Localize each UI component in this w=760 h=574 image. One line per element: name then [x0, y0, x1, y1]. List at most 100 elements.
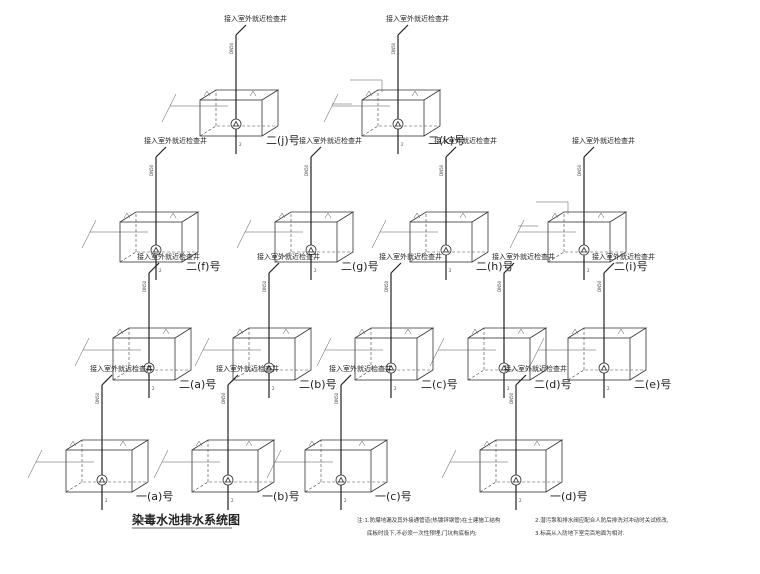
pump-arrow-icon: [337, 476, 345, 483]
pool-box-side: [261, 90, 279, 137]
pool-box-hidden-edge: [191, 481, 274, 493]
pump-arrow-icon: [387, 364, 395, 371]
drain-number-label: 2: [105, 498, 108, 503]
inlet-pipe-branch: [27, 449, 43, 479]
pool-box-front: [547, 221, 611, 263]
pump-arrow-icon: [500, 364, 508, 371]
pool-box-top: [65, 439, 150, 451]
pool-box-side: [416, 328, 434, 381]
pool-box-front: [354, 337, 418, 381]
unit-title: 一(b)号: [262, 490, 300, 503]
discharge-pipe-outlet: [445, 146, 457, 158]
level-mark-icon: [282, 328, 290, 335]
level-mark-icon: [551, 212, 559, 219]
pool-box-front: [112, 337, 176, 381]
unit-title: 二(g)号: [341, 260, 379, 273]
inlet-pipe-branch: [509, 219, 525, 249]
drain-number-label: 2: [159, 268, 162, 273]
pipe-destination-label: 接入室外就近检查井: [592, 252, 655, 261]
discharge-pipe-outlet: [148, 262, 160, 274]
pipe-destination-label: 接入室外就近检查井: [492, 252, 555, 261]
pipe-size-label: DN50: [262, 280, 267, 292]
discharge-pipe-outlet: [515, 374, 527, 386]
level-mark-icon: [116, 328, 124, 335]
note-line-2: 底板时设下,不必须一次性预埋,门坑构底板内;: [367, 529, 477, 537]
pool-box-hidden-edge: [112, 369, 191, 381]
inlet-pipe-branch: [153, 449, 169, 479]
drain-number-label: 2: [607, 386, 610, 391]
pump-icon: [335, 474, 347, 486]
inlet-pipe-branch: [266, 449, 282, 479]
unit-title: 二(k)号: [428, 134, 465, 147]
unit-title: 二(b)号: [299, 378, 337, 391]
pipe-size-label: DN50: [142, 280, 147, 292]
pipe-size-label: DN50: [497, 280, 502, 292]
drain-number-label: 2: [314, 268, 317, 273]
level-mark-icon: [162, 328, 170, 335]
pump-icon: [440, 244, 452, 256]
pool-unit-d2: 接入室外就近检查井 DN50 2 二(d)号: [429, 252, 572, 398]
pipe-destination-label: 接入室外就近检查井: [379, 252, 442, 261]
inlet-pipe-branch: [161, 93, 177, 123]
pump-arrow-icon: [442, 246, 450, 253]
pool-box-top: [409, 211, 490, 223]
pipe-size-label: DN50: [149, 164, 154, 176]
pool-box-hidden-edge: [65, 481, 148, 493]
pump-arrow-icon: [152, 246, 160, 253]
pool-box-hidden-edge: [567, 369, 646, 381]
pump-arrow-icon: [265, 364, 273, 371]
pool-box-side: [545, 440, 563, 493]
pump-icon: [230, 118, 242, 130]
pipe-destination-label: 接入室外就近检查井: [144, 136, 207, 145]
inlet-pipe-branch: [429, 337, 445, 367]
inlet-pipe-branch: [529, 337, 545, 367]
inlet-pipe-branch: [236, 219, 252, 249]
pipe-size-label: DN50: [391, 42, 396, 54]
pool-box-top: [199, 89, 280, 101]
pool-box-front: [467, 337, 531, 381]
level-mark-icon: [411, 90, 419, 97]
level-mark-icon: [471, 328, 479, 335]
pipe-size-label: DN50: [95, 392, 100, 404]
pool-box-hidden-edge: [199, 125, 278, 137]
pool-box-front: [567, 337, 631, 381]
pipe-destination-label: 接入室外就近检查井: [299, 136, 362, 145]
pool-box-front: [191, 449, 259, 493]
unit-title: 二(h)号: [476, 260, 514, 273]
level-mark-icon: [597, 212, 605, 219]
pipe-size-label: DN50: [597, 280, 602, 292]
unit-title: 一(a)号: [136, 490, 173, 503]
pool-box-side: [336, 212, 354, 263]
level-mark-icon: [358, 440, 366, 447]
pool-box-side: [629, 328, 647, 381]
pool-box-top: [274, 211, 355, 223]
discharge-pipe-outlet: [603, 262, 615, 274]
discharge-pipe-outlet: [340, 374, 352, 386]
drain-number-label: 2: [152, 386, 155, 391]
pool-box-side: [370, 440, 388, 493]
drain-number-label: 2: [507, 386, 510, 391]
pipe-destination-label: 接入室外就近检查井: [386, 14, 449, 23]
drain-number-label: 2: [239, 142, 242, 147]
pool-box-top: [567, 327, 648, 339]
pool-box-front: [409, 221, 473, 263]
level-mark-icon: [69, 440, 77, 447]
pool-box-side: [257, 440, 275, 493]
unit-title: 二(d)号: [534, 378, 572, 391]
pool-box-top: [361, 89, 442, 101]
pool-box-side: [174, 328, 192, 381]
pool-box-hidden-edge: [409, 251, 488, 263]
drain-number-label: 2: [344, 498, 347, 503]
pipe-size-label: DN50: [509, 392, 514, 404]
drain-number-label: 2: [272, 386, 275, 391]
level-mark-icon: [358, 328, 366, 335]
